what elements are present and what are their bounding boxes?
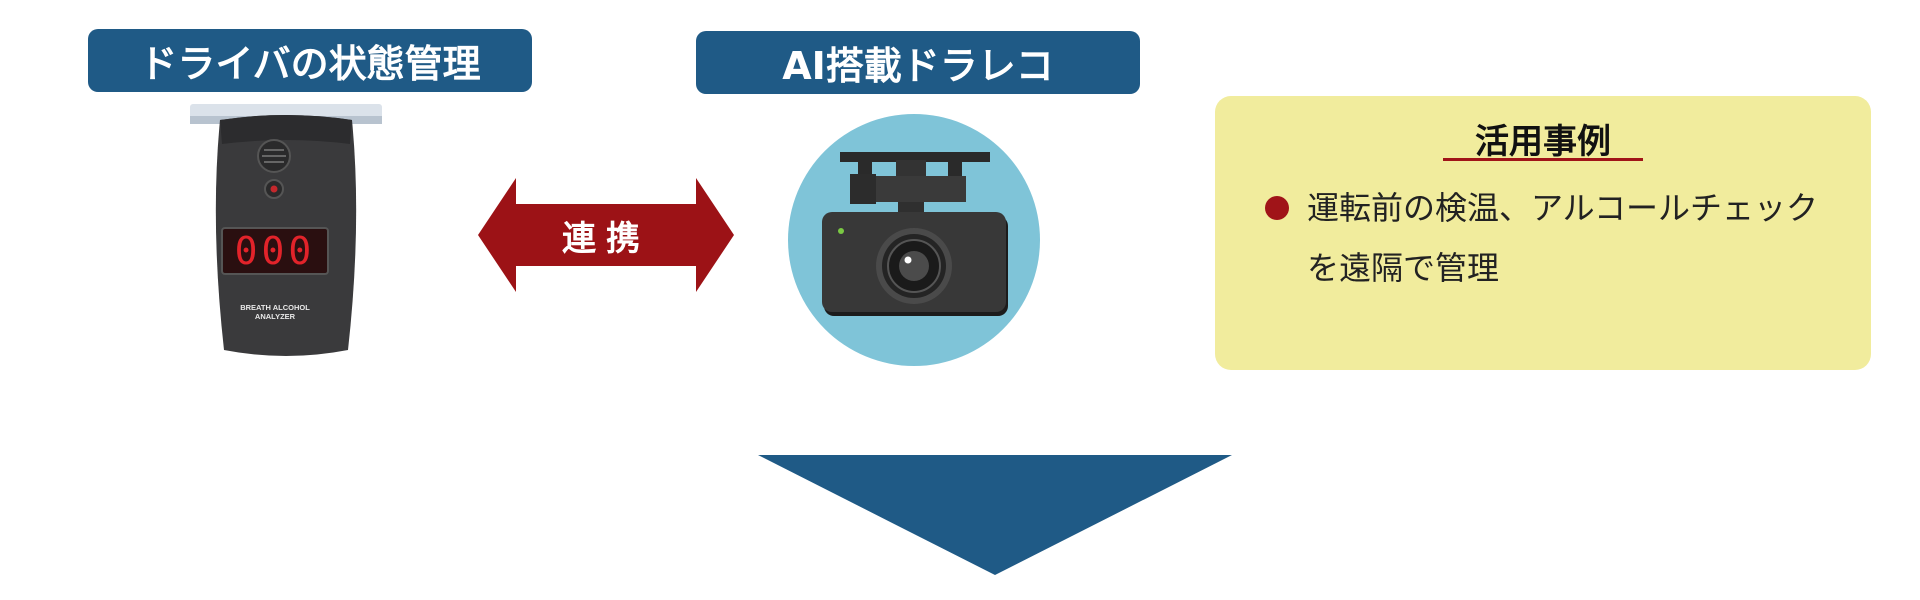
use-case-title: 活用事例 bbox=[1215, 114, 1871, 163]
device-caption-line1: BREATH ALCOHOL bbox=[240, 303, 310, 312]
use-case-panel: 活用事例 運転前の検温、アルコールチェックを遠隔で管理 bbox=[1215, 96, 1871, 370]
driver-state-label: ドライバの状態管理 bbox=[88, 29, 532, 92]
use-case-bullet-text: 運転前の検温、アルコールチェックを遠隔で管理 bbox=[1307, 178, 1827, 298]
ai-dashcam-label: AI搭載ドラレコ bbox=[696, 31, 1140, 94]
driver-state-label-text: ドライバの状態管理 bbox=[139, 33, 480, 88]
down-arrow-icon bbox=[758, 455, 1232, 575]
ai-dashcam-label-text: AI搭載ドラレコ bbox=[782, 35, 1054, 90]
bullet-icon bbox=[1265, 196, 1289, 220]
breathalyzer-illustration: 000 BREATH ALCOHOL ANALYZER bbox=[190, 104, 382, 360]
dashcam-illustration bbox=[788, 114, 1040, 366]
link-label: 連携 bbox=[478, 178, 734, 292]
device-caption-line2: ANALYZER bbox=[255, 312, 296, 321]
display-value: 000 bbox=[235, 229, 316, 273]
title-underline bbox=[1443, 158, 1643, 161]
status-led-icon bbox=[838, 228, 844, 234]
